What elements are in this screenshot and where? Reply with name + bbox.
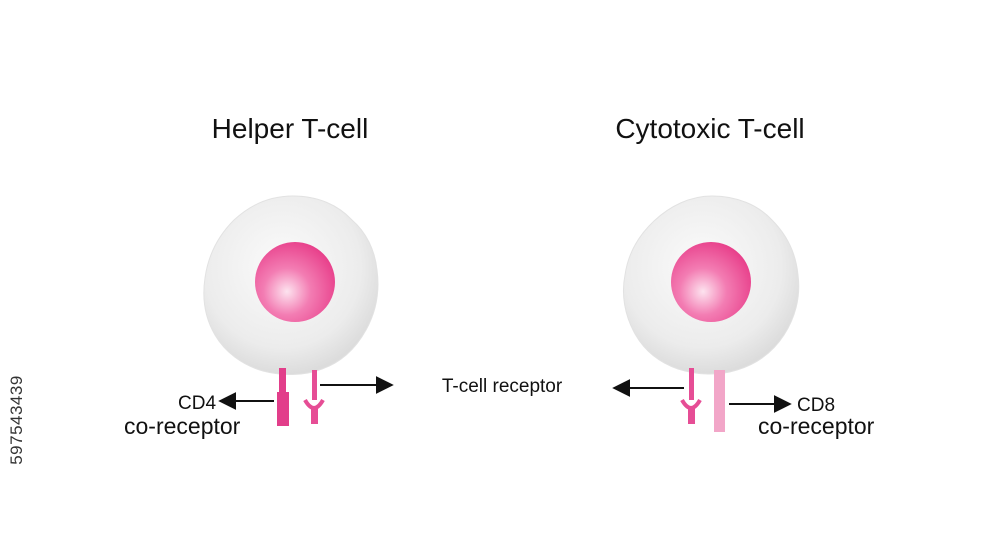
cd8-label: CD8	[797, 395, 835, 416]
cd4-coreceptor-label: co-receptor	[124, 413, 241, 439]
stock-id-text: 597543439	[7, 375, 26, 465]
cd8-coreceptor-label: co-receptor	[758, 413, 875, 439]
helper-t-cell-title: Helper T-cell	[212, 113, 369, 144]
t-cell-receptor-label: T-cell receptor	[442, 376, 563, 397]
helper-t-cell-receptor	[303, 370, 325, 424]
cd4-label: CD4	[178, 393, 216, 414]
cytotoxic-t-cell-receptor	[680, 368, 702, 424]
cd4-coreceptor	[277, 368, 289, 426]
cytotoxic-nucleus	[671, 242, 751, 322]
cd8-coreceptor	[714, 370, 725, 432]
cytotoxic-t-cell-title: Cytotoxic T-cell	[615, 113, 804, 144]
stock-id-watermark: 597543439	[2, 300, 32, 540]
cytotoxic-t-cell: Cytotoxic T-cell CD8 co-receptor	[612, 113, 875, 439]
helper-nucleus	[255, 242, 335, 322]
helper-t-cell: Helper T-cell CD4 co-receptor	[124, 113, 394, 439]
